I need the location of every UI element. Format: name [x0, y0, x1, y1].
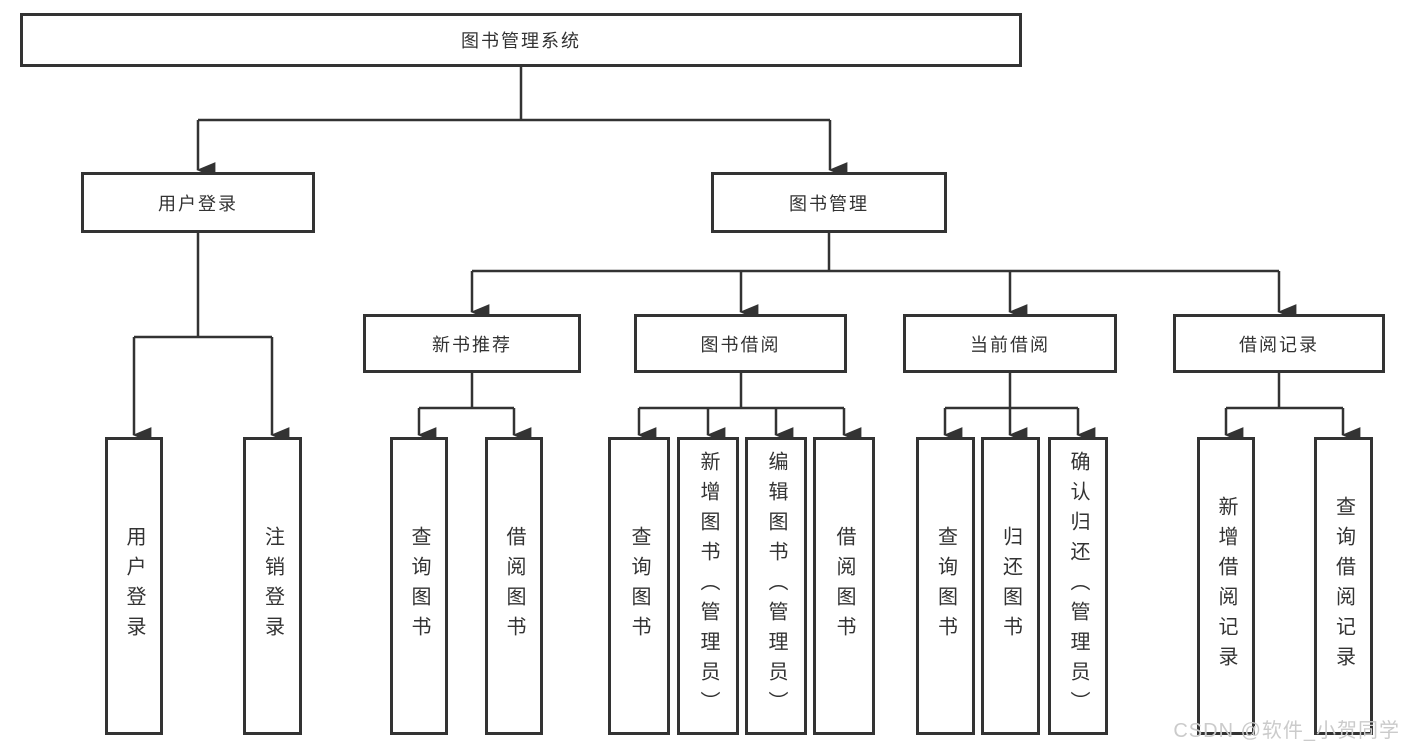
node-label: 借阅记录 — [1239, 334, 1319, 355]
node-label: 新增借阅记录 — [1215, 496, 1237, 676]
leaf-query-books-recommend: 查询图书 — [390, 437, 448, 735]
node-library-system: 图书管理系统 — [20, 13, 1022, 67]
node-label: 查询借阅记录 — [1332, 496, 1355, 676]
node-label: 用户登录 — [123, 526, 145, 646]
node-label: 借阅图书 — [503, 526, 525, 646]
leaf-confirm-return-admin: 确认归还（管理员） — [1048, 437, 1108, 735]
leaf-return-books: 归还图书 — [981, 437, 1040, 735]
leaf-query-books-borrow: 查询图书 — [608, 437, 670, 735]
leaf-query-books-current: 查询图书 — [916, 437, 975, 735]
node-book-borrowing: 图书借阅 — [634, 314, 847, 373]
leaf-logout: 注销登录 — [243, 437, 302, 735]
node-label: 图书管理 — [789, 193, 869, 214]
node-current-borrowing: 当前借阅 — [903, 314, 1117, 373]
leaf-borrow-books-recommend: 借阅图书 — [485, 437, 543, 735]
node-borrowing-records: 借阅记录 — [1173, 314, 1385, 373]
node-label: 注销登录 — [261, 526, 284, 646]
node-label: 编辑图书（管理员） — [765, 451, 787, 721]
node-label: 查询图书 — [408, 526, 430, 646]
node-label: 图书借阅 — [700, 334, 781, 355]
node-label: 查询图书 — [628, 526, 650, 646]
leaf-query-borrow-record: 查询借阅记录 — [1314, 437, 1373, 735]
leaf-borrow-books: 借阅图书 — [813, 437, 875, 735]
leaf-add-borrow-record: 新增借阅记录 — [1197, 437, 1255, 735]
node-user-login: 用户登录 — [81, 172, 315, 233]
leaf-edit-books-admin: 编辑图书（管理员） — [745, 437, 807, 735]
node-label: 确认归还（管理员） — [1067, 451, 1089, 721]
node-label: 新书推荐 — [432, 334, 512, 355]
leaf-add-books-admin: 新增图书（管理员） — [677, 437, 739, 735]
node-label: 归还图书 — [999, 526, 1022, 646]
node-new-book-recommend: 新书推荐 — [363, 314, 581, 373]
node-book-management: 图书管理 — [711, 172, 947, 233]
node-label: 查询图书 — [934, 526, 957, 646]
node-label: 借阅图书 — [833, 526, 855, 646]
node-label: 当前借阅 — [970, 334, 1050, 355]
node-label: 用户登录 — [158, 193, 238, 214]
node-label: 图书管理系统 — [461, 31, 581, 51]
node-label: 新增图书（管理员） — [697, 451, 719, 721]
leaf-user-login: 用户登录 — [105, 437, 163, 735]
